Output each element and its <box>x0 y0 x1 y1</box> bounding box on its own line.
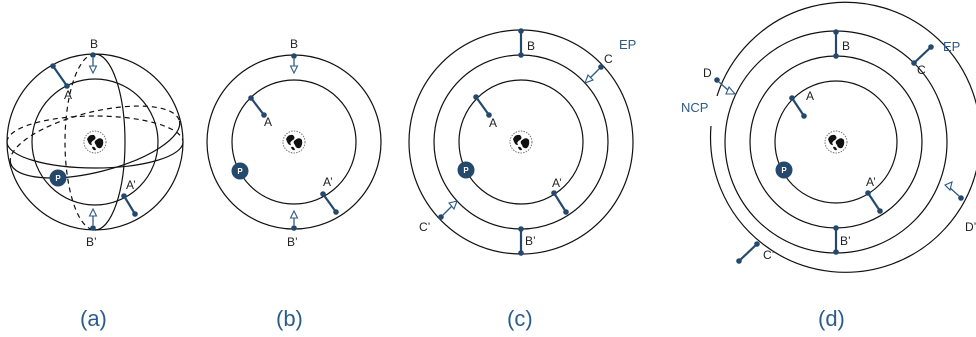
outermost-circle <box>709 1 976 273</box>
arrow-icon <box>448 200 458 211</box>
label-a: A <box>806 89 814 103</box>
panel-b: P B A A’ B’ (b) <box>206 37 382 331</box>
label-b: B <box>90 37 98 51</box>
caption-c: (c) <box>507 306 533 331</box>
pole-marker-p <box>231 162 249 180</box>
label-p: P <box>781 166 787 175</box>
marker-c-prime <box>738 243 758 262</box>
marker-a <box>791 97 805 117</box>
label-a-prime: A’ <box>552 176 562 190</box>
label-a-prime: A’ <box>323 175 333 189</box>
label-b: B <box>290 37 298 51</box>
label-ep: EP <box>943 39 960 54</box>
equator-front <box>6 141 184 169</box>
label-c-prime: C’ <box>763 248 774 262</box>
arrow-down-icon <box>289 65 299 75</box>
arrow-icon <box>725 85 737 95</box>
inner-circle <box>231 79 357 205</box>
label-b: B <box>842 39 850 53</box>
label-b-prime: B’ <box>840 234 851 248</box>
marker-a <box>52 65 68 87</box>
label-b-prime: B’ <box>287 235 298 249</box>
label-d-prime: D’ <box>965 220 976 234</box>
label-c-prime: C’ <box>419 220 430 234</box>
earth-icon <box>83 130 107 154</box>
marker-a <box>475 96 490 116</box>
label-a-prime: A’ <box>126 178 136 192</box>
label-a-prime: A’ <box>866 175 876 189</box>
marker-c <box>913 46 932 64</box>
label-b-prime: B’ <box>86 235 97 249</box>
caption-d: (d) <box>818 306 845 331</box>
meridian-front <box>94 53 126 231</box>
label-p: P <box>55 174 61 183</box>
pole-marker-p <box>457 161 475 179</box>
pole-marker-p <box>775 161 793 179</box>
marker-a-prime <box>867 192 881 212</box>
inner-circle <box>774 80 898 204</box>
label-p: P <box>463 166 469 175</box>
panel-a: P B A A’ B’ (a) <box>6 37 184 331</box>
arrow-down-icon <box>88 65 98 75</box>
earth-icon <box>509 130 533 154</box>
arrow-up-icon <box>289 209 299 219</box>
label-c: C <box>917 63 926 77</box>
point-b-prime <box>291 225 297 231</box>
arrow-icon <box>584 74 594 84</box>
earth-icon <box>282 130 306 154</box>
marker-a-prime <box>553 192 567 213</box>
label-c: C <box>604 52 613 66</box>
label-p: P <box>237 167 243 176</box>
label-a: A <box>489 116 497 130</box>
point-c <box>598 64 604 70</box>
point-d <box>714 77 720 83</box>
label-ep: EP <box>619 37 636 52</box>
point-b <box>90 52 96 58</box>
label-ncp: NCP <box>681 100 708 115</box>
inner-circle <box>458 79 584 205</box>
ecliptic-front <box>10 120 181 179</box>
point-b-prime <box>90 225 96 231</box>
point-d-prime <box>958 195 964 201</box>
panel-c: P B C EP A A’ B’ C’ (c) <box>408 28 636 331</box>
label-d: D <box>703 66 712 80</box>
caption-a: (a) <box>80 306 107 331</box>
panel-d: P B C EP D NCP A A’ B’ C’ D’ (d) <box>681 1 976 331</box>
marker-a-prime <box>123 195 136 215</box>
earth-icon <box>824 130 848 154</box>
arrow-icon <box>944 181 953 192</box>
caption-b: (b) <box>276 306 303 331</box>
arrow-up-icon <box>88 207 98 217</box>
point-b <box>291 53 297 59</box>
inner-sphere-outline <box>31 78 159 206</box>
label-b-prime: B’ <box>525 234 536 248</box>
marker-a <box>250 97 265 116</box>
label-a: A <box>264 115 272 129</box>
pole-marker-p <box>49 169 67 187</box>
point-c-prime <box>438 214 444 220</box>
label-b: B <box>527 39 535 53</box>
label-a: A <box>64 88 72 102</box>
marker-a-prime <box>322 193 337 213</box>
